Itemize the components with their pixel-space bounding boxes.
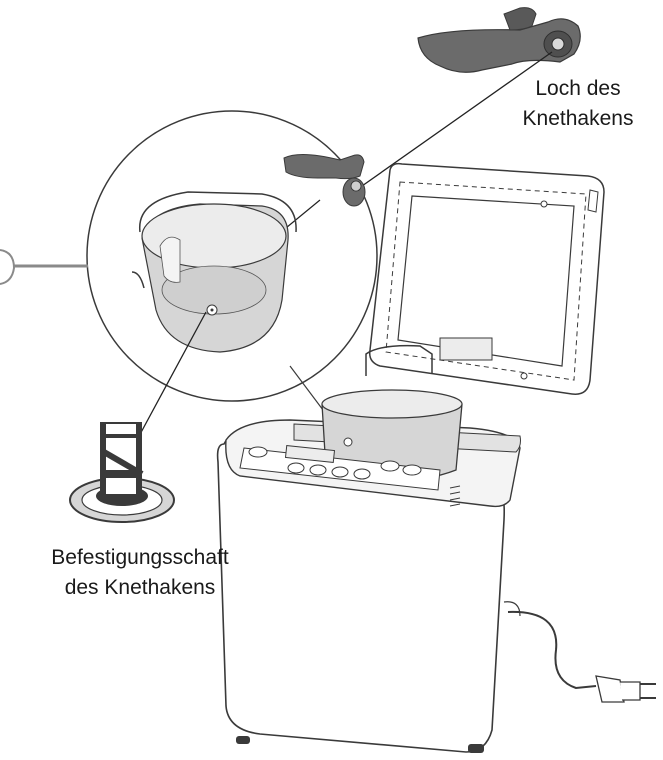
kneading-blade-hole-label-line2: Knethakens [522,107,634,130]
power-plug-icon [507,610,656,703]
kneading-blade-hole-label-line1: Loch des [535,77,621,100]
small-kneading-blade-icon [283,154,366,207]
leader-line-hole [361,51,553,187]
kneading-blade-icon [417,7,581,73]
mounting-shaft-icon [69,422,175,523]
leader-line-shaft [137,311,207,439]
mounting-shaft-label-line2: des Knethakens [64,576,216,599]
mounting-shaft-label-line1: Befestigungsschaft [51,546,229,569]
bread-pan-zoom [131,191,297,353]
kneading-blade-hole-label: Loch des Knethakens [508,74,648,134]
mounting-shaft-label: Befestigungsschaft des Knethakens [20,543,260,603]
bread-maker-icon [216,162,605,753]
